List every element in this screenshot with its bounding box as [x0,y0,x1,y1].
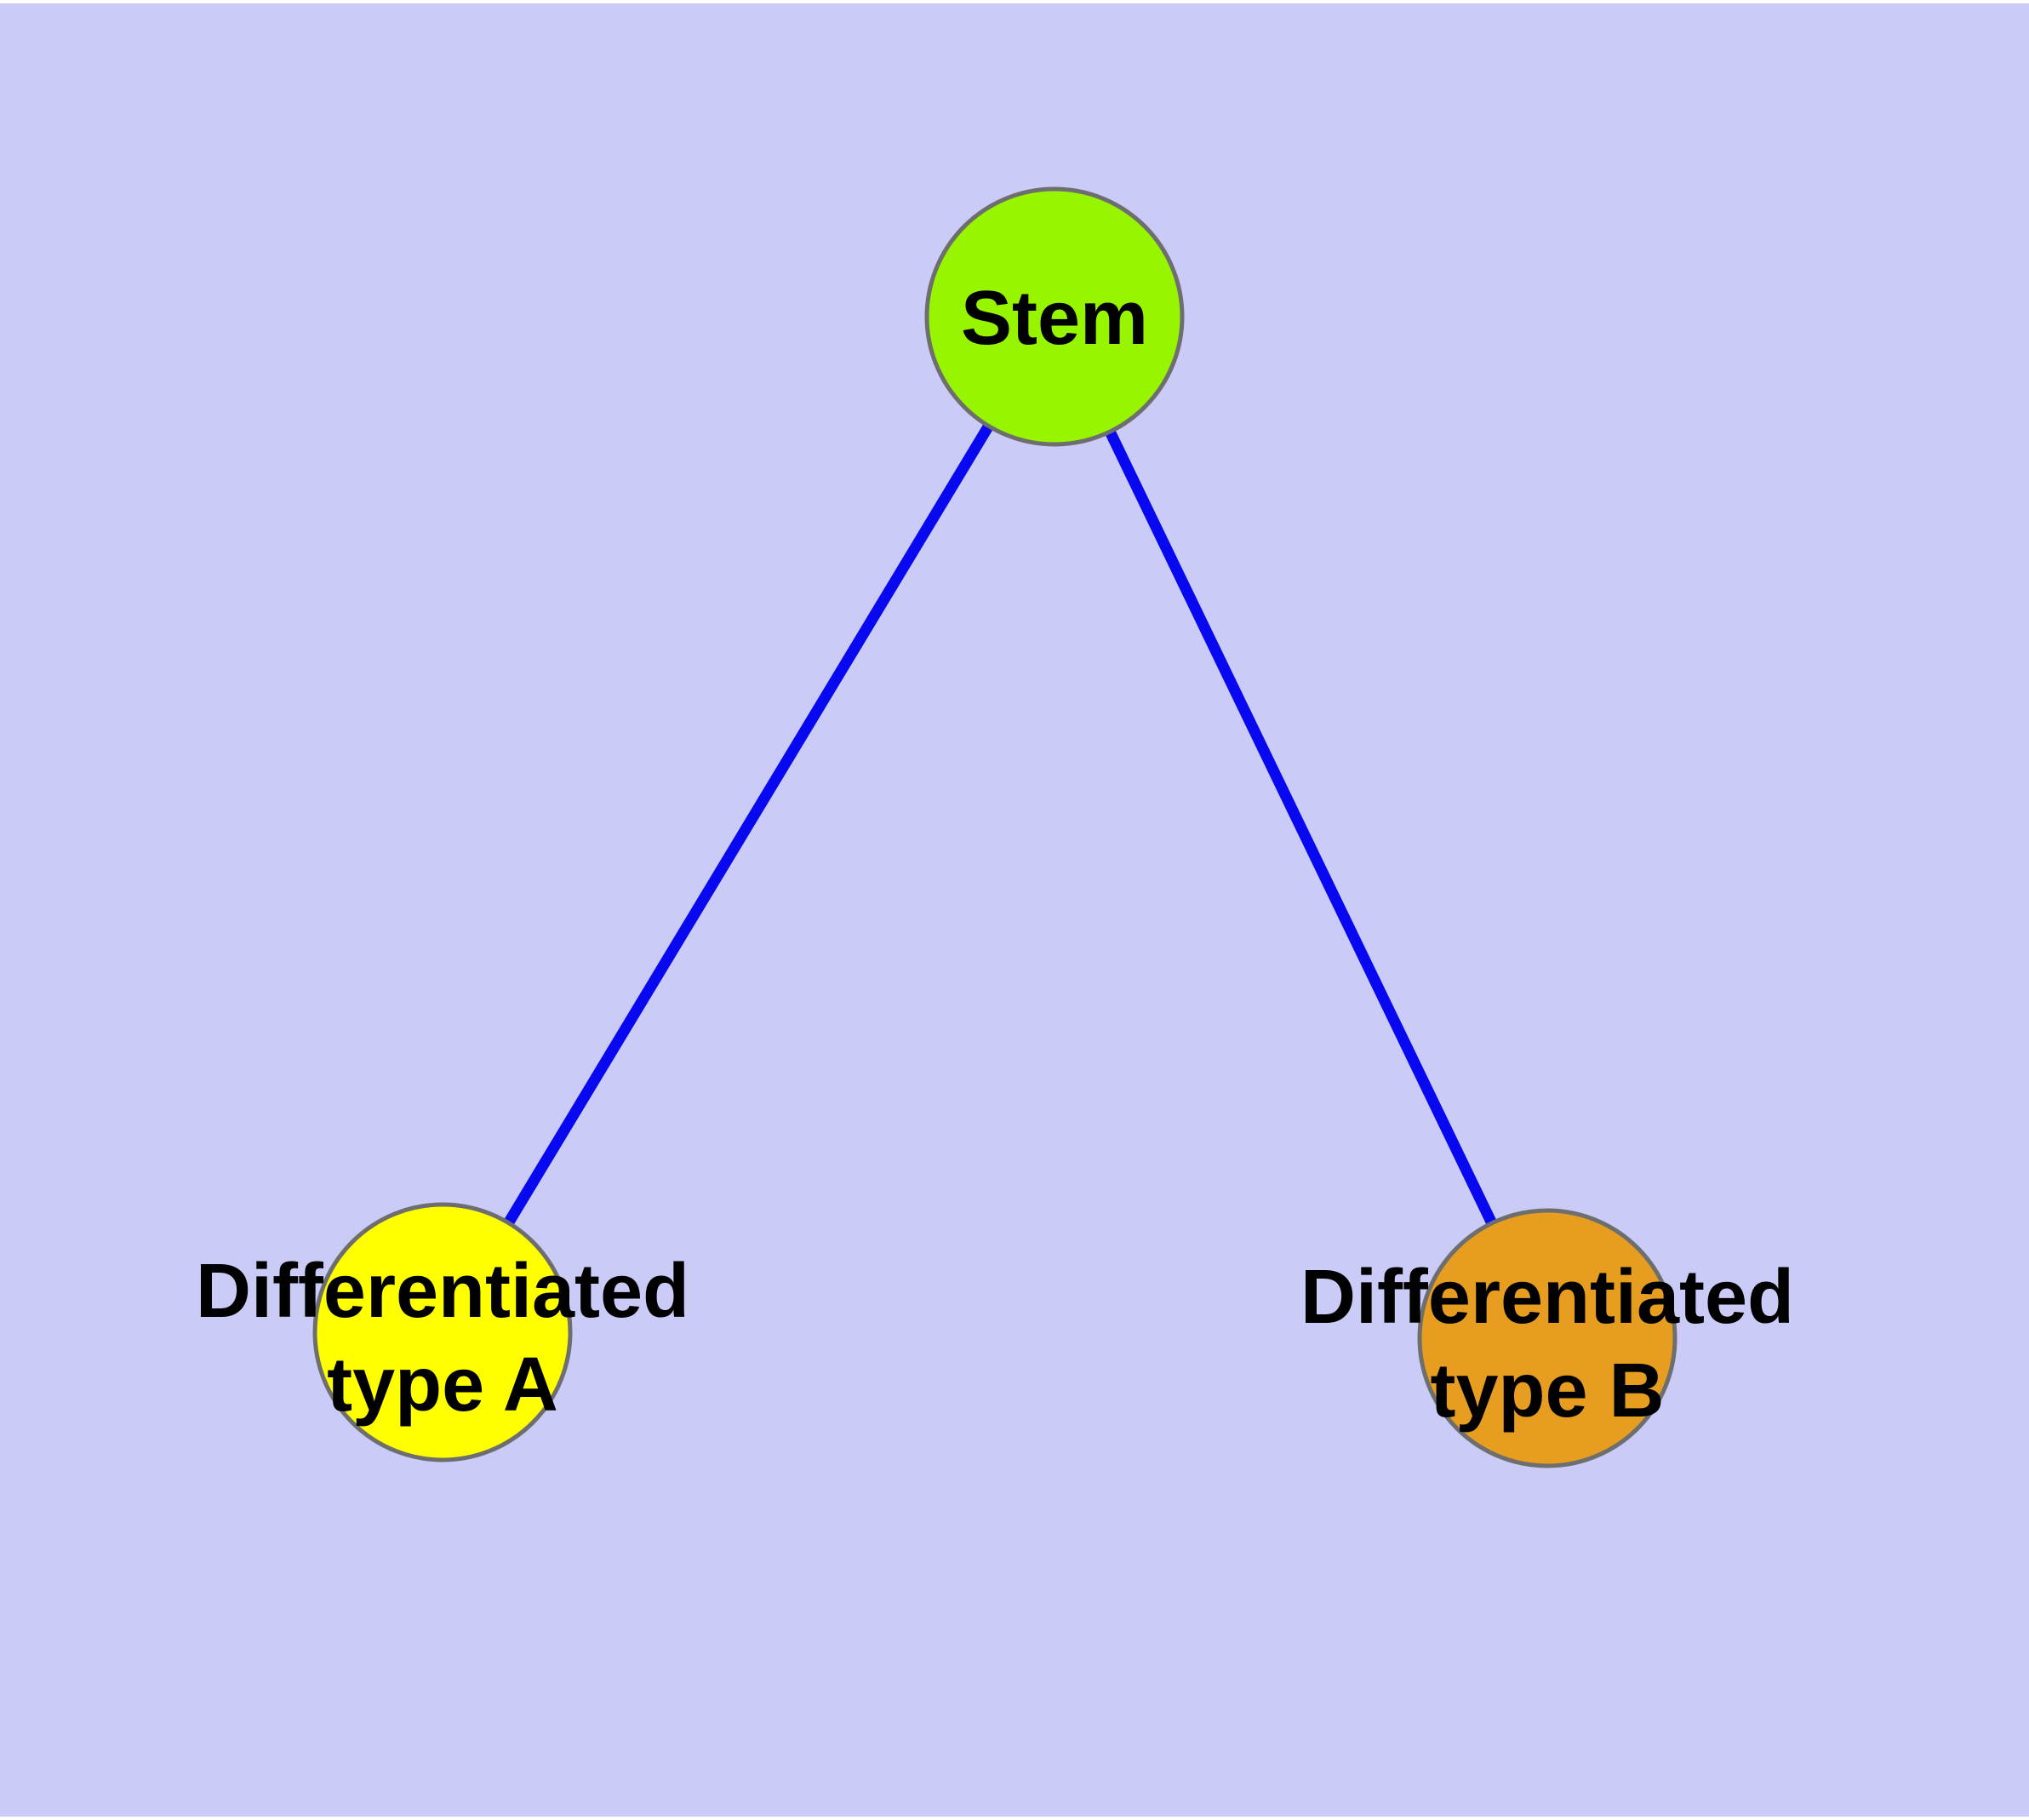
node-type-a-label-line1: Differentiated [196,1249,689,1334]
node-type-b-label-line2: type B [1430,1348,1664,1434]
edge-stem-to-type-b [1049,314,1552,1341]
edge-stem-to-type-a [437,313,1060,1336]
edge-group [437,313,1552,1341]
node-type-b-label-line1: Differentiated [1300,1255,1794,1340]
label-group: Stem Differentiated type A Differentiate… [196,276,1794,1434]
node-stem-circle [924,186,1185,447]
node-stem-label: Stem [961,276,1148,361]
node-type-a-circle [312,1202,573,1462]
node-type-a-label-line2: type A [327,1342,558,1428]
node-type-b-circle [1417,1208,1677,1468]
node-group [312,186,1677,1468]
